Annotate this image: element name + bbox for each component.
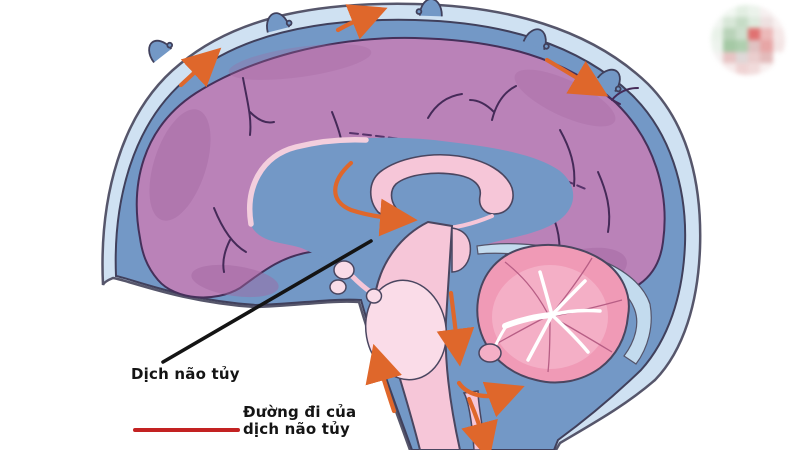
watermark-logo	[711, 5, 785, 75]
flow-arrow-fourth-ventricle-exit	[456, 380, 525, 418]
legend-label-line1: Đường đi của	[243, 403, 357, 421]
colliculi	[451, 227, 472, 273]
pointer-line	[161, 239, 373, 364]
legend-label: Đường đi của dịch não tủy	[243, 404, 356, 438]
arachnoid-granulations	[148, 0, 622, 93]
csf-label: Dịch não tủy	[131, 365, 240, 383]
flow-arrow-spinal-up	[365, 343, 402, 414]
arbor-vitae	[491, 270, 602, 362]
flow-arrow-top-skull	[335, 4, 388, 40]
flow-arrow-aqueduct	[436, 290, 475, 367]
csf-flow-arrows	[178, 4, 609, 450]
legend-line	[133, 428, 240, 432]
flow-arrow-third-ventricle	[333, 160, 418, 237]
hypothalamus-pituitary	[329, 260, 383, 304]
flow-arrow-left-skull	[178, 47, 222, 88]
pericallosal-arc	[247, 137, 369, 227]
legend-label-line2: dịch não tủy	[243, 420, 351, 438]
flow-arrow-right-skull	[544, 57, 609, 97]
brainstem-spinal-cord	[329, 220, 487, 450]
cerebellum	[476, 243, 630, 384]
flow-arrow-spinal-down	[461, 396, 498, 450]
nodulus	[478, 343, 502, 363]
